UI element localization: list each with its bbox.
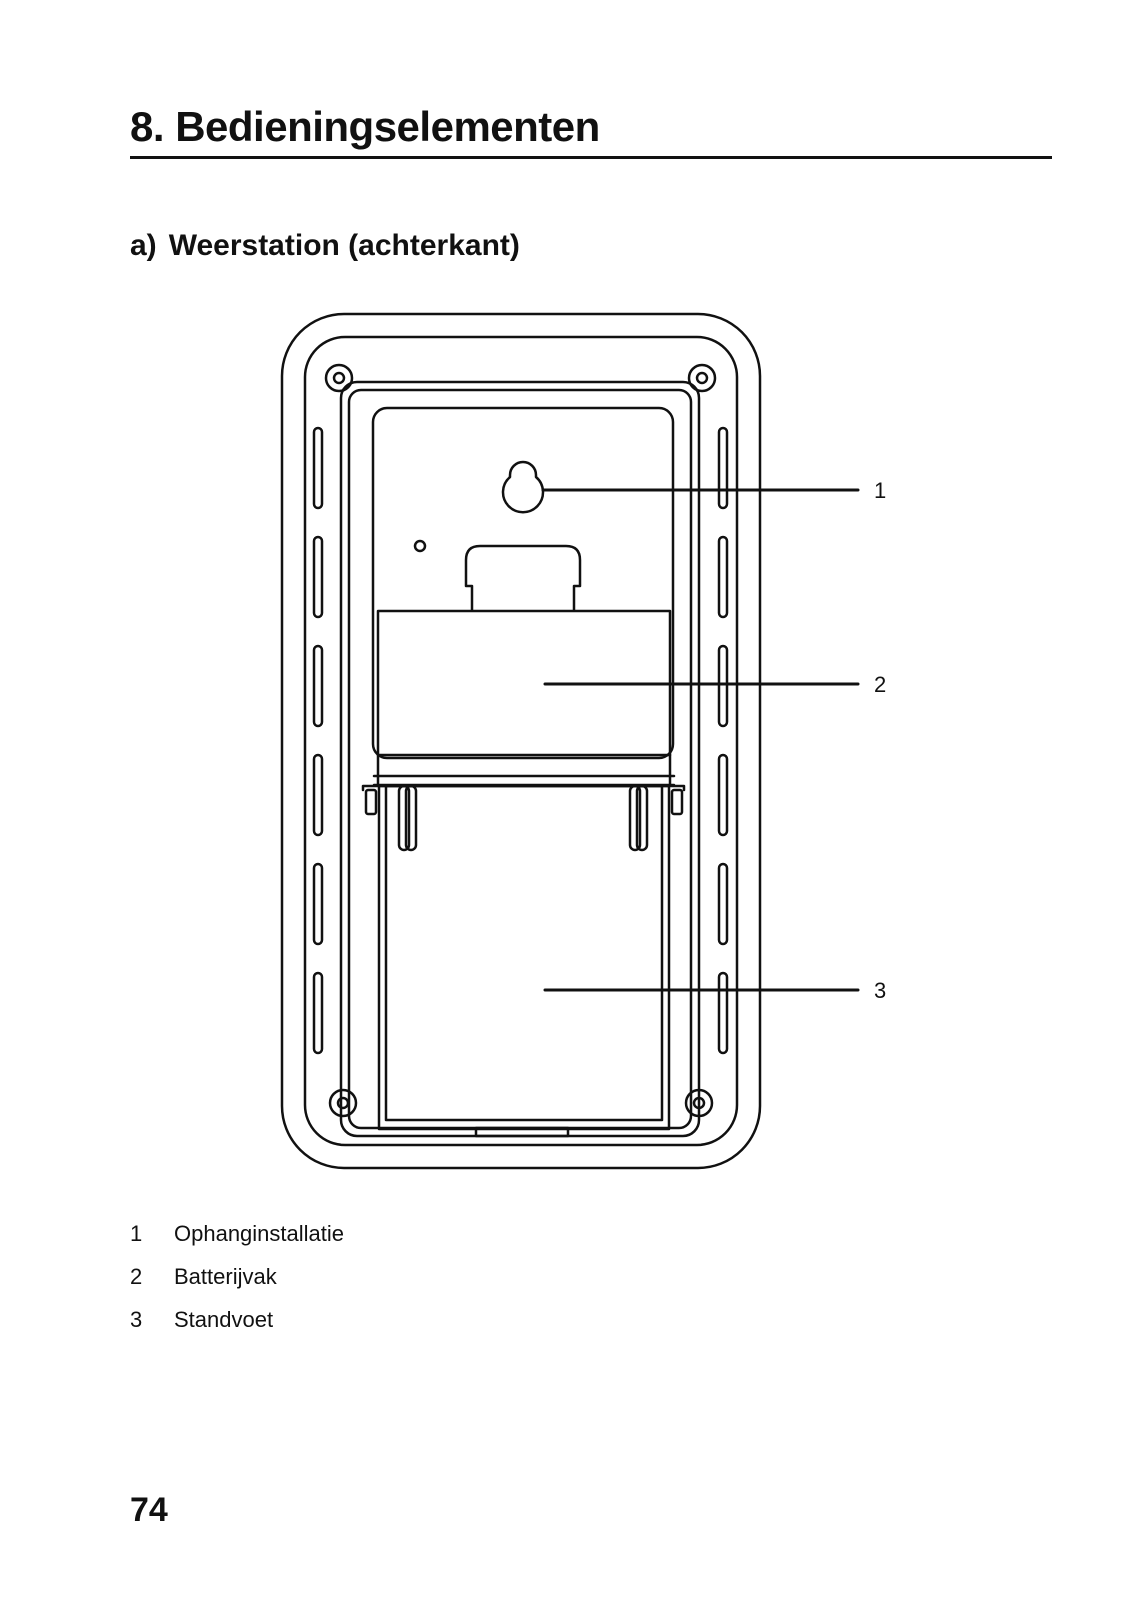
screw-bottom-right [684,1088,714,1118]
page-number: 74 [130,1491,168,1529]
legend-item: 1 Ophanginstallatie [130,1212,344,1255]
legend-label: Standvoet [174,1307,274,1332]
legend-number: 3 [130,1307,143,1332]
legend-item: 3 Standvoet [130,1298,344,1341]
subsection-letter: a) [130,229,157,262]
vent-slots-left [312,426,324,1055]
recess-panel-inner [371,406,675,760]
housing-inner [303,335,739,1147]
callout-label-1: 1 [874,478,886,503]
screw-bottom-left [328,1088,358,1118]
subsection-heading: a) Weerstation (achterkant) [130,226,520,266]
keyhole-hanger [501,460,545,514]
heading-rule [130,156,1052,159]
battery-latch [464,544,582,612]
legend-number: 2 [130,1264,143,1289]
legend-label: Ophanginstallatie [174,1221,345,1246]
legend-number: 1 [130,1221,143,1246]
stand-foot [361,784,686,1138]
legend-label: Batterijvak [174,1264,277,1289]
reset-hole [413,539,427,553]
section-heading: 8. Bedieningselementen [130,103,600,150]
screw-top-right [687,363,717,393]
vent-slots-right [717,426,729,1055]
weather-station-back-illustration: 1 2 3 [280,312,886,1170]
legend-item: 2 Batterijvak [130,1255,344,1298]
housing-outer [280,312,762,1170]
callout-label-3: 3 [874,978,886,1003]
screw-top-left [324,363,354,393]
legend-list: 1 Ophanginstallatie 2 Batterijvak 3 Standvo… [130,1212,344,1341]
callout-label-2: 2 [874,672,886,697]
subsection-title: Weerstation (achterkant) [168,229,520,262]
